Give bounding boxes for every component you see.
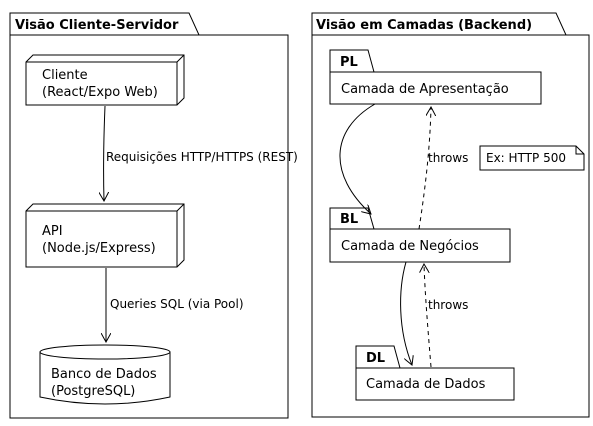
- bl-tab: BL: [340, 212, 358, 227]
- data-layer: DL Camada de Dados: [355, 345, 515, 401]
- client-tech: (React/Expo Web): [42, 85, 158, 100]
- pl-label: Camada de Apresentação: [341, 82, 509, 97]
- layers-package: Visão em Camadas (Backend): [311, 12, 590, 418]
- dl-to-bl-throws-arrow: [424, 264, 432, 368]
- presentation-layer: PL Camada de Apresentação: [329, 49, 542, 105]
- bl-to-pl-throws-label: throws: [428, 151, 468, 165]
- database-name: Banco de Dados: [51, 367, 157, 382]
- api-name: API: [42, 224, 63, 239]
- bl-label: Camada de Negócios: [341, 239, 479, 254]
- api-tech: (Node.js/Express): [42, 241, 156, 256]
- api-to-db-label: Queries SQL (via Pool): [110, 297, 244, 311]
- error-note: Ex: HTTP 500: [479, 145, 585, 171]
- dl-label: Camada de Dados: [366, 377, 486, 392]
- client-name: Cliente: [42, 68, 88, 83]
- pl-tab: PL: [340, 55, 358, 70]
- pl-to-bl-arrow: [339, 103, 376, 214]
- database-tech: (PostgreSQL): [51, 384, 135, 399]
- error-note-text: Ex: HTTP 500: [486, 151, 566, 165]
- api-node: API (Node.js/Express): [25, 203, 185, 268]
- business-layer: BL Camada de Negócios: [329, 207, 511, 263]
- client-to-api-arrow: [104, 105, 105, 201]
- dl-to-bl-throws-label: throws: [428, 298, 468, 312]
- client-server-title: Visão Cliente-Servidor: [15, 18, 179, 33]
- client-node: Cliente (React/Expo Web): [25, 54, 185, 106]
- dl-tab: DL: [366, 351, 385, 366]
- client-to-api-label: Requisições HTTP/HTTPS (REST): [106, 150, 298, 164]
- layers-title: Visão em Camadas (Backend): [316, 18, 532, 33]
- bl-to-dl-arrow: [400, 261, 412, 365]
- database-node: Banco de Dados (PostgreSQL): [39, 344, 171, 405]
